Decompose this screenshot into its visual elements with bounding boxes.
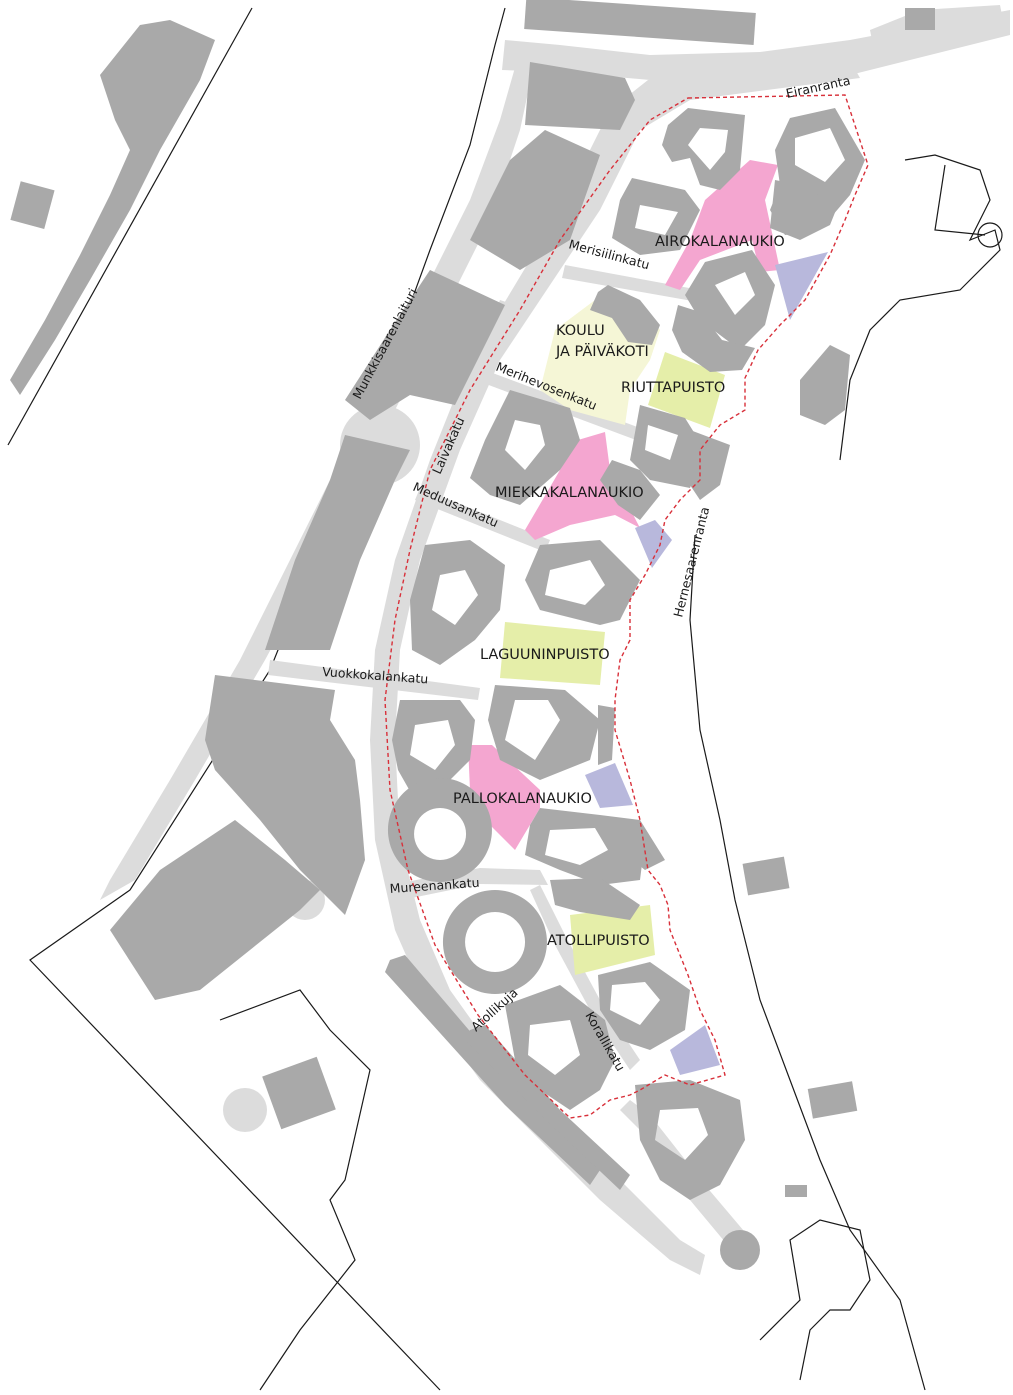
south-quay-row-2 (465, 1025, 630, 1190)
block-s2 (600, 815, 665, 870)
pier-walkway-north (870, 5, 1005, 55)
warehouse-south-1 (205, 675, 365, 915)
left-pier-outline (7, 7, 253, 446)
warehouse-north (470, 130, 600, 270)
laguuninpuisto-park (500, 622, 605, 685)
block-m3 (600, 460, 660, 520)
riuttapuisto-park (648, 352, 725, 428)
pier-block-2 (807, 1081, 858, 1119)
label-pallokalanaukio: PALLOKALANAUKIO (453, 791, 592, 807)
warehouse-central (345, 270, 505, 420)
main-curved-street (370, 60, 860, 1275)
pier-block-3 (785, 1185, 807, 1197)
quay-circle-south (223, 1088, 267, 1132)
lavender-zone-2 (635, 520, 672, 568)
label-atollipuisto: ATOLLIPUISTO (547, 933, 650, 949)
block-n6 (672, 305, 755, 372)
terminal-north (525, 62, 635, 130)
basin-outline (219, 989, 371, 1391)
block-s3 (550, 878, 640, 920)
miekkakalanaukio-square (525, 432, 640, 540)
north-east-block (905, 8, 935, 30)
marina-outline (839, 154, 1001, 461)
block-m4 (680, 430, 730, 500)
atollipuisto-park (570, 905, 655, 975)
lavender-zone-1 (775, 252, 828, 320)
block-w2 (392, 700, 475, 800)
block-c1 (525, 540, 640, 625)
eiranranta-street (502, 10, 1010, 82)
label-miekkakalanaukio: MIEKKAKALANAUKIO (495, 485, 644, 501)
lavender-zone-3 (585, 763, 633, 808)
plan-fills (468, 160, 828, 1075)
block-w1 (410, 540, 505, 665)
block-n4 (770, 180, 838, 240)
block-s6 (635, 1080, 745, 1200)
block-school (590, 285, 660, 345)
north-edge-block (524, 0, 756, 45)
block-s4 (598, 962, 690, 1050)
label-riuttapuisto: RIUTTAPUISTO (621, 380, 725, 396)
shoreline (7, 7, 1003, 1391)
airokalanaukio-square (665, 160, 780, 290)
pallokalanaukio-square (468, 745, 540, 850)
warehouse-long (265, 435, 410, 650)
pier-head-outline (977, 222, 1003, 248)
south-tip-outline (759, 1219, 871, 1381)
label-paivakoti: JA PÄIVÄKOTI (555, 342, 649, 360)
laivakatu-street (425, 300, 515, 500)
meduusankatu-street (415, 488, 550, 552)
area-labels: AIROKALANAUKIO KOULU JA PÄIVÄKOTI RIUTTA… (453, 234, 785, 949)
block-n1 (662, 108, 745, 190)
round-tower-south (720, 1230, 760, 1270)
label-laguuninpuisto: LAGUUNINPUISTO (480, 647, 610, 663)
label-mureenankatu: Mureenankatu (389, 875, 480, 896)
block-n3 (612, 178, 700, 255)
marina-inner-outline (934, 164, 986, 236)
plan-boundary (384, 94, 869, 1119)
block-c3 (598, 705, 615, 765)
block-s5 (505, 985, 615, 1110)
circle-block-1 (387, 778, 492, 882)
circle-block-2 (442, 890, 547, 994)
small-block-basin (262, 1056, 336, 1130)
existing-buildings (10, 0, 935, 1270)
south-quay-row (385, 955, 600, 1185)
label-vuokkokalankatu: Vuokkokalankatu (322, 664, 429, 686)
label-koulu: KOULU (556, 323, 605, 339)
block-c2 (488, 685, 600, 780)
harbour-building-east (800, 345, 850, 425)
right-shore-outline (689, 534, 926, 1391)
pier-warehouse (10, 20, 215, 395)
plan-blocks (387, 108, 865, 1200)
small-shed-west (10, 181, 55, 229)
label-airokalanaukio: AIROKALANAUKIO (655, 234, 785, 250)
vuokkokalankatu-street (268, 660, 480, 700)
lavender-zone-4 (670, 1025, 720, 1075)
mureenankatu-street (390, 868, 548, 902)
warehouse-south-2 (110, 820, 320, 1000)
pier-block-1 (742, 856, 790, 896)
block-m1 (470, 390, 580, 505)
merisiilinkatu-street (562, 265, 700, 302)
